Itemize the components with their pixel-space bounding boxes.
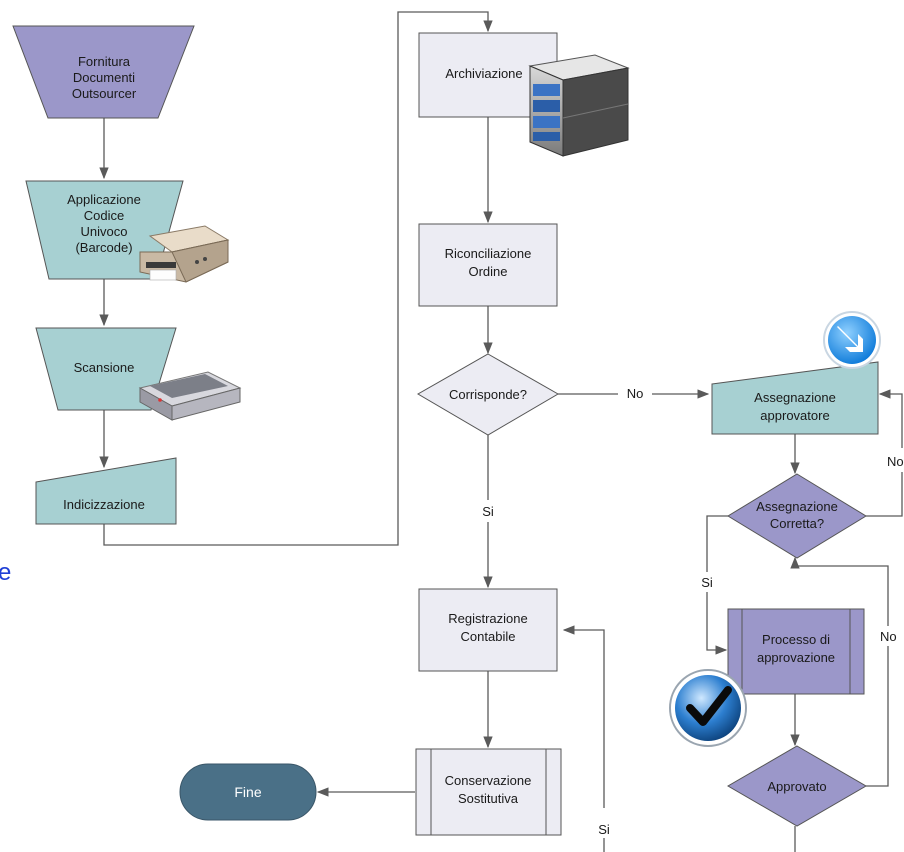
node-fornitura: Fornitura Documenti Outsourcer <box>12 25 195 119</box>
node-fornitura-line3: Outsourcer <box>72 86 137 101</box>
node-fornitura-line2: Documenti <box>73 70 135 85</box>
node-processo-line2: approvazione <box>757 650 835 665</box>
node-registrazione-line2: Contabile <box>461 629 516 644</box>
edge-label-approvato-si: Si <box>598 822 610 837</box>
node-approvato: Approvato <box>727 745 867 827</box>
edge-approvato-si <box>564 630 605 852</box>
node-riconciliazione-line2: Ordine <box>468 264 507 279</box>
printer-icon <box>139 225 230 283</box>
node-processo: Processo di approvazione <box>727 608 865 695</box>
server-icon <box>528 54 630 157</box>
node-riconciliazione-line1: Riconciliazione <box>445 246 532 261</box>
node-assegnazione-corretta-line2: Corretta? <box>770 516 824 531</box>
node-fornitura-line1: Fornitura <box>78 54 131 69</box>
edge-label-corrisponde-si: Si <box>482 504 494 519</box>
edge-labels: No Si Si No No Si <box>478 385 904 838</box>
node-registrazione-line1: Registrazione <box>448 611 528 626</box>
scanner-icon <box>138 371 242 421</box>
edge-label-corretta-no: No <box>887 454 904 469</box>
side-text-fragment: e <box>0 559 11 586</box>
node-approvato-label: Approvato <box>767 779 826 794</box>
node-assegnazione-corretta-line1: Assegnazione <box>756 499 838 514</box>
node-applicazione-line1: Applicazione <box>67 192 141 207</box>
node-assegnazione-corretta: Assegnazione Corretta? <box>727 473 867 559</box>
node-conservazione: Conservazione Sostitutiva <box>415 748 562 836</box>
node-corrisponde: Corrisponde? <box>417 353 559 436</box>
node-fine-label: Fine <box>234 784 261 800</box>
node-riconciliazione: Riconciliazione Ordine <box>418 223 558 307</box>
node-processo-line1: Processo di <box>762 632 830 647</box>
node-applicazione-line3: Univoco <box>81 224 128 239</box>
node-assegnazione-approvatore: Assegnazione approvatore <box>711 361 879 435</box>
node-assegnazione-approvatore-line1: Assegnazione <box>754 390 836 405</box>
node-indicizzazione: Indicizzazione <box>35 457 177 525</box>
edge-label-corretta-si: Si <box>701 575 713 590</box>
node-registrazione: Registrazione Contabile <box>418 588 558 672</box>
node-fine: Fine <box>179 763 317 821</box>
edge-indicizzazione-archiviazione <box>103 11 493 546</box>
node-assegnazione-approvatore-line2: approvatore <box>760 408 829 423</box>
node-conservazione-line1: Conservazione <box>445 773 532 788</box>
edge-label-corrisponde-no: No <box>627 386 644 401</box>
node-conservazione-line2: Sostitutiva <box>458 791 519 806</box>
edge-corretta-no <box>866 394 903 517</box>
node-scansione-label: Scansione <box>74 360 135 375</box>
node-indicizzazione-label: Indicizzazione <box>63 497 145 512</box>
edge-corretta-si <box>706 515 728 650</box>
edge-label-approvato-no: No <box>880 629 897 644</box>
node-corrisponde-label: Corrisponde? <box>449 387 527 402</box>
checkmark-icon <box>669 669 747 747</box>
node-applicazione-line2: Codice <box>84 208 124 223</box>
info-arrow-icon <box>823 311 881 369</box>
edge-approvato-no <box>795 558 889 787</box>
node-applicazione-line4: (Barcode) <box>75 240 132 255</box>
node-archiviazione-label: Archiviazione <box>445 66 522 81</box>
